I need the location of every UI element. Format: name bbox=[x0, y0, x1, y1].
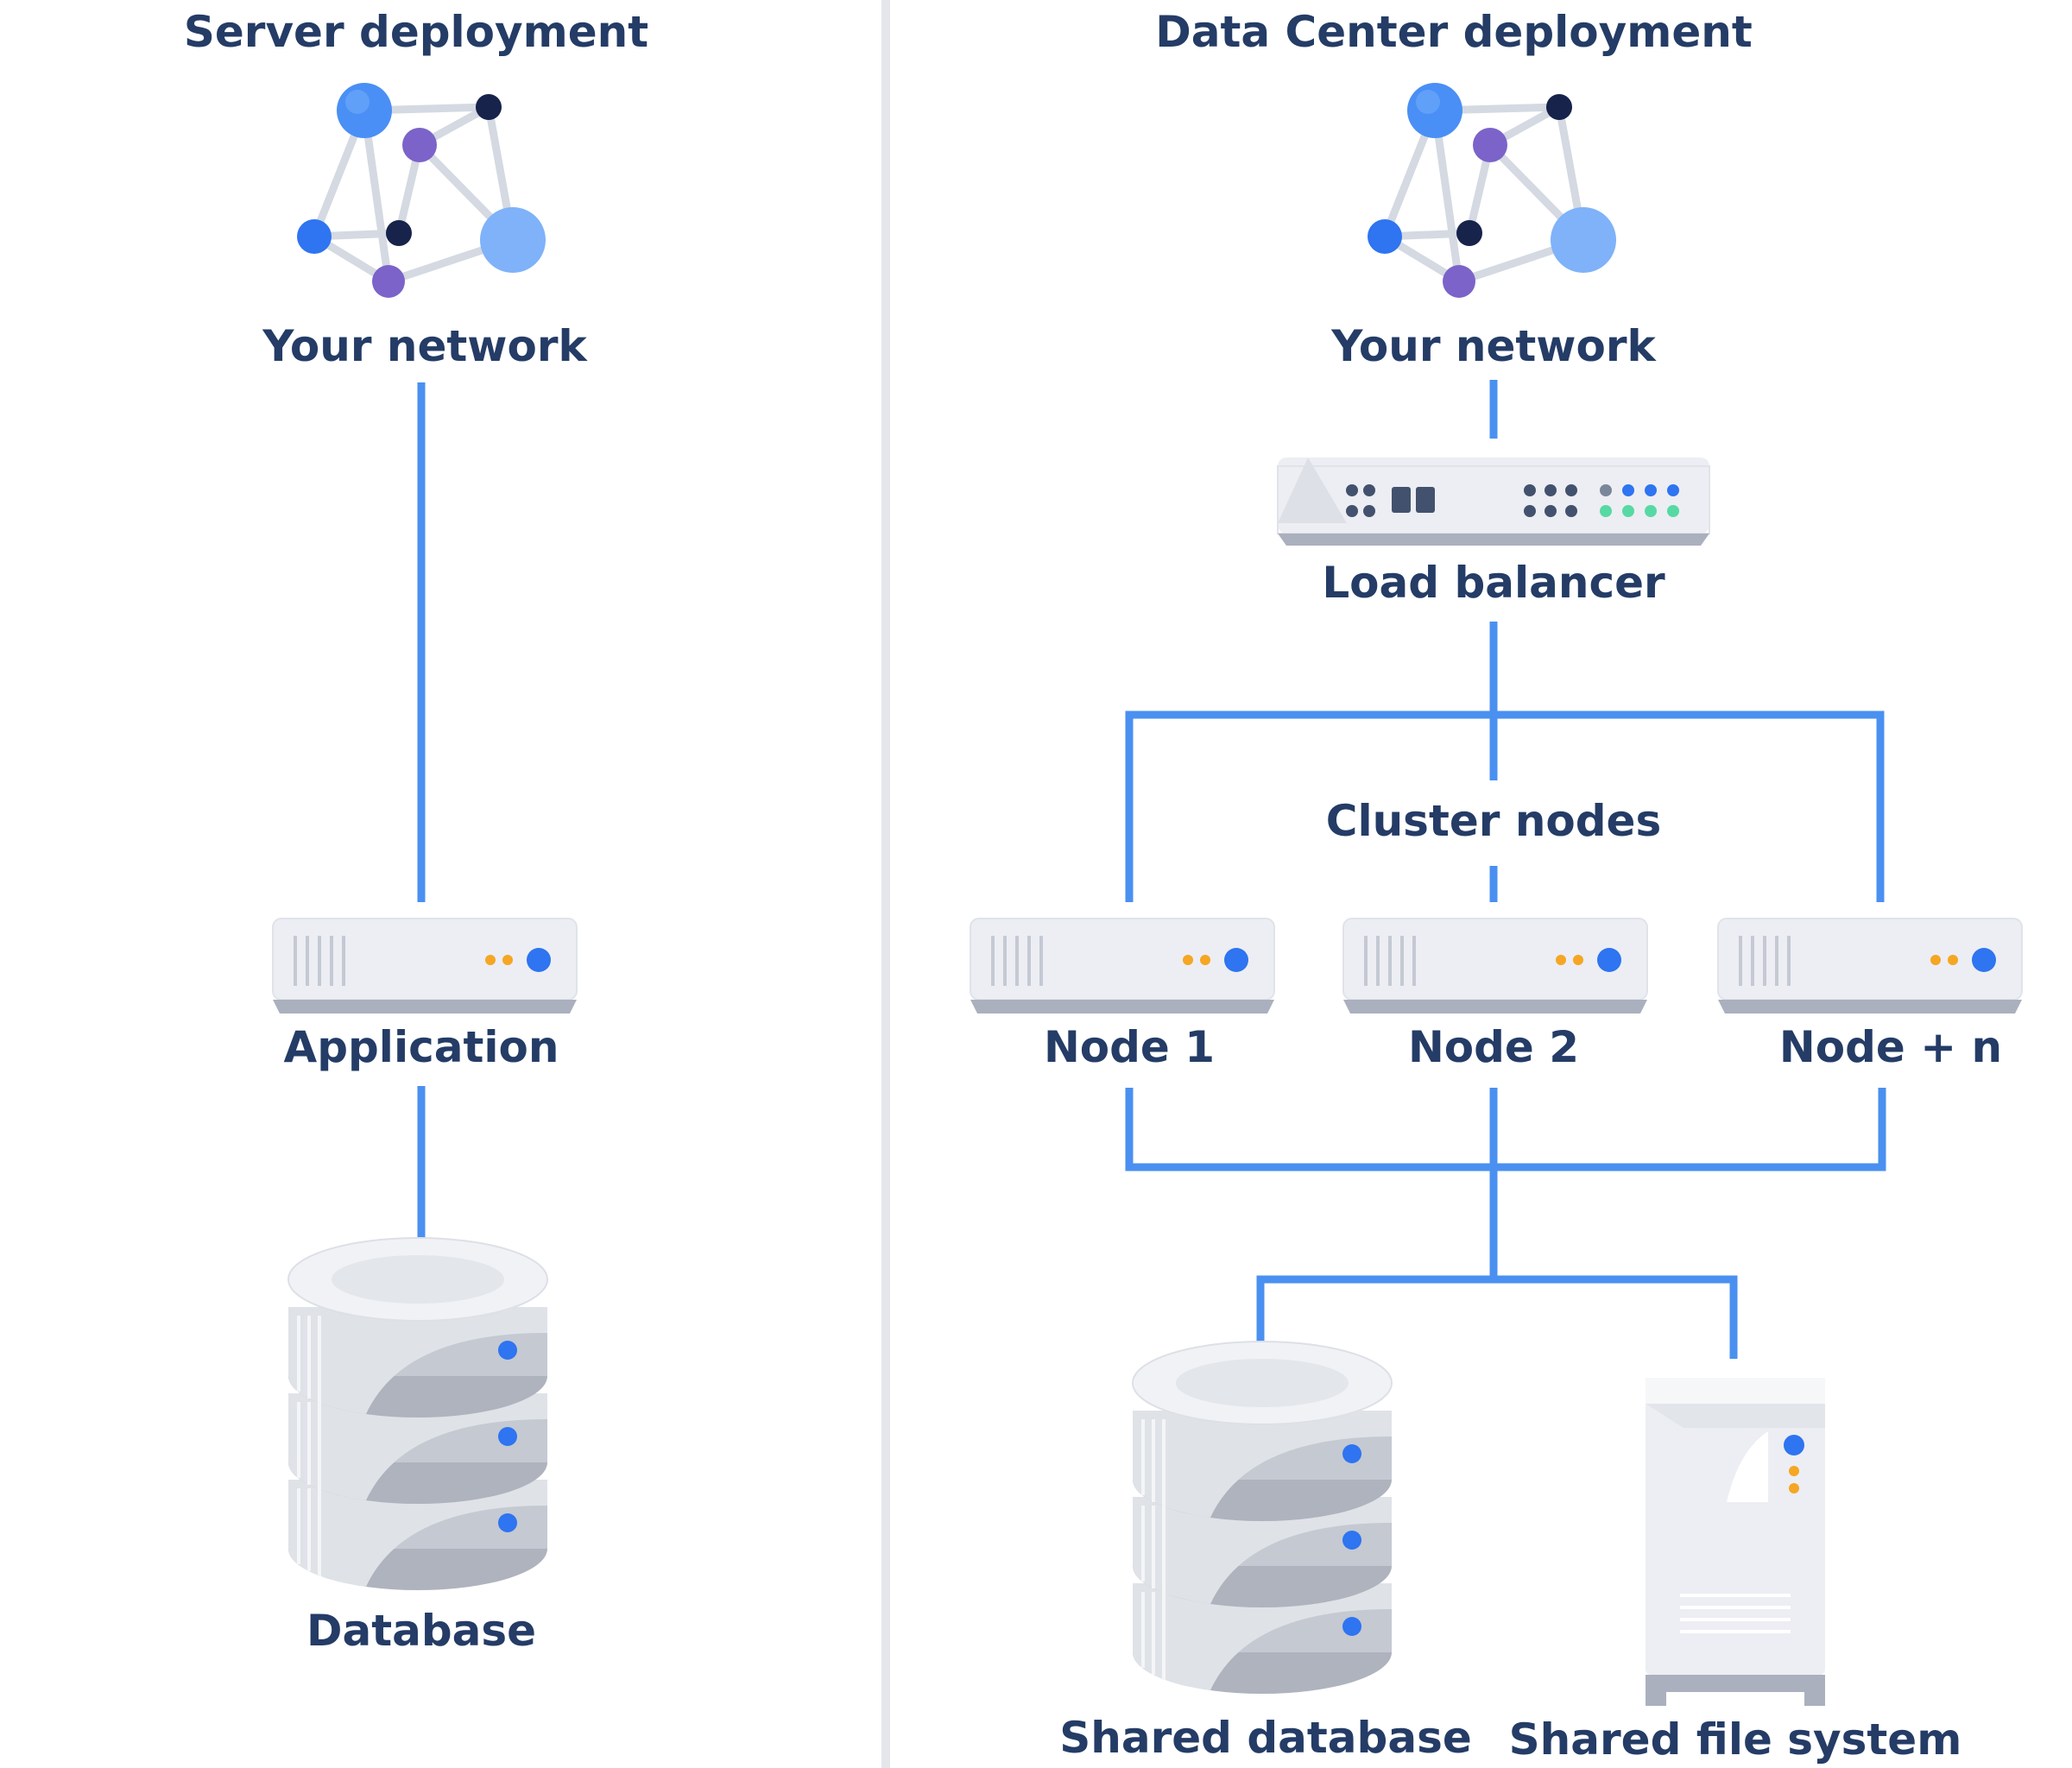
shared-file-system-label: Shared file system bbox=[1509, 1714, 1962, 1765]
load-balancer-icon bbox=[1277, 458, 1710, 546]
node-1-server-icon bbox=[969, 917, 1276, 1015]
data-center-deployment-title: Data Center deployment bbox=[1155, 7, 1752, 57]
node-1-label: Node 1 bbox=[1044, 1022, 1215, 1072]
shared-database-icon bbox=[1133, 1342, 1392, 1694]
application-label: Application bbox=[284, 1022, 559, 1072]
node-n-label: Node + n bbox=[1779, 1022, 2002, 1072]
shared-file-system-icon bbox=[1646, 1378, 1825, 1706]
data-center-network-label: Your network bbox=[1330, 321, 1657, 371]
nodes-to-shared-storage-connector bbox=[1125, 1088, 1886, 1359]
shared-database-label: Shared database bbox=[1059, 1713, 1472, 1763]
database-icon bbox=[288, 1238, 547, 1590]
your-network-icon bbox=[1368, 83, 1616, 298]
database-label: Database bbox=[306, 1606, 536, 1656]
load-balancer-to-nodes-connector bbox=[1125, 622, 1885, 902]
node-2-label: Node 2 bbox=[1408, 1022, 1579, 1072]
node-2-server-icon bbox=[1342, 917, 1649, 1015]
cluster-nodes-label: Cluster nodes bbox=[1326, 796, 1661, 846]
node-n-server-icon bbox=[1716, 917, 2024, 1015]
server-deployment-title: Server deployment bbox=[184, 7, 648, 57]
server-network-label: Your network bbox=[262, 321, 588, 371]
section-divider bbox=[881, 0, 890, 1768]
application-server-icon bbox=[271, 917, 578, 1015]
load-balancer-label: Load balancer bbox=[1322, 558, 1665, 608]
your-network-icon bbox=[297, 83, 546, 298]
